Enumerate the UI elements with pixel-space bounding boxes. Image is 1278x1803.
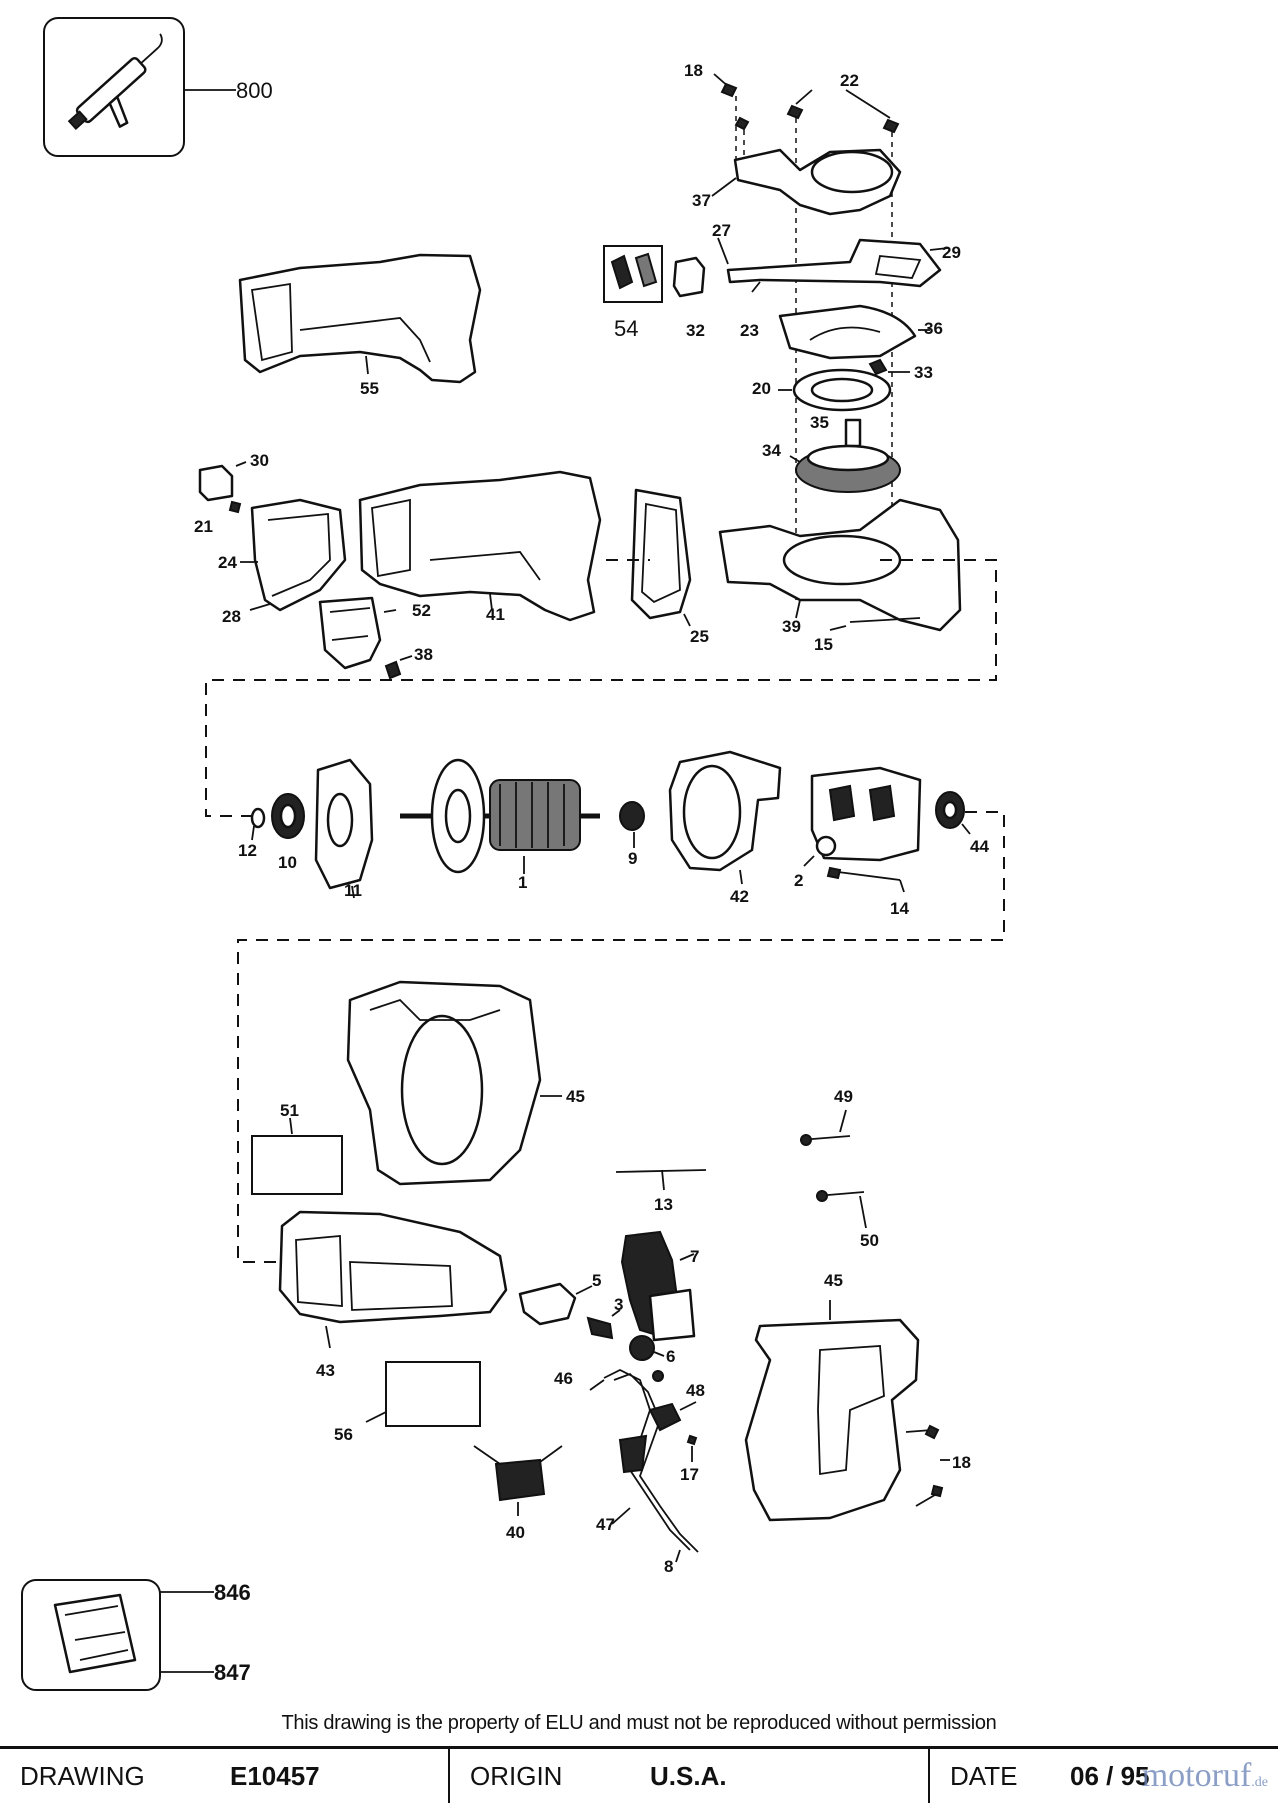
label-20: 20 (752, 379, 771, 398)
label-50: 50 (860, 1231, 879, 1250)
copyright-notice: This drawing is the property of ELU and … (281, 1712, 997, 1734)
drawing-number: E10457 (230, 1760, 320, 1791)
label-5: 5 (592, 1271, 601, 1290)
label-28: 28 (222, 607, 241, 626)
drawing-label: DRAWING (20, 1760, 145, 1791)
title-block: DRAWING E10457 ORIGIN U.S.A. DATE 06 / 9… (0, 1746, 1278, 1803)
label-39: 39 (782, 617, 801, 636)
label-14: 14 (890, 899, 909, 918)
label-42: 42 (730, 887, 749, 906)
label-10: 10 (278, 853, 297, 872)
label-49: 49 (834, 1087, 853, 1106)
label-55: 55 (360, 379, 379, 398)
label-7: 7 (690, 1247, 699, 1266)
motor-row (250, 750, 971, 899)
date-label: DATE (950, 1760, 1018, 1791)
origin-label: ORIGIN (470, 1760, 563, 1791)
origin-cell: ORIGIN U.S.A. (450, 1749, 930, 1803)
label-38: 38 (414, 645, 433, 664)
label-41: 41 (486, 605, 505, 624)
label-25: 25 (690, 627, 709, 646)
inset-grease-gun (43, 17, 236, 157)
label-2: 2 (794, 871, 803, 890)
label-48: 48 (686, 1381, 705, 1400)
label-51: 51 (280, 1101, 299, 1120)
origin-value: U.S.A. (650, 1760, 727, 1791)
lower-section (251, 980, 950, 1563)
assembly-paths (205, 559, 1005, 1263)
label-18-top: 18 (684, 61, 703, 80)
label-34: 34 (762, 441, 781, 460)
label-56: 56 (334, 1425, 353, 1444)
top-assembly (603, 73, 962, 632)
label-45-upper: 45 (566, 1087, 585, 1106)
label-6: 6 (666, 1347, 675, 1366)
label-9: 9 (628, 849, 637, 868)
label-30: 30 (250, 451, 269, 470)
callouts: 800 846 847 18 22 37 27 29 54 32 23 36 5… (194, 61, 989, 1685)
label-33: 33 (914, 363, 933, 382)
middle-row-assembly (198, 461, 692, 680)
label-17: 17 (680, 1465, 699, 1484)
label-32: 32 (686, 321, 705, 340)
label-23: 23 (740, 321, 759, 340)
label-35: 35 (810, 413, 829, 432)
label-46: 46 (554, 1369, 573, 1388)
watermark-logo: motoruf.de (1141, 1757, 1268, 1794)
label-11: 11 (344, 881, 362, 900)
label-45-lower: 45 (824, 1271, 843, 1290)
label-54: 54 (614, 316, 638, 341)
label-15: 15 (814, 635, 833, 654)
label-47: 47 (596, 1515, 615, 1534)
label-22: 22 (840, 71, 859, 90)
label-37: 37 (692, 191, 711, 210)
label-846: 846 (214, 1580, 251, 1605)
label-800: 800 (236, 78, 273, 103)
drawing-cell: DRAWING E10457 (0, 1749, 450, 1803)
inset-bag (21, 1579, 214, 1691)
handle-55 (238, 253, 482, 384)
label-44: 44 (970, 837, 989, 856)
date-value: 06 / 95 (1070, 1760, 1150, 1791)
label-36: 36 (924, 319, 943, 338)
label-18-lower: 18 (952, 1453, 971, 1472)
label-1: 1 (518, 873, 527, 892)
label-12: 12 (238, 841, 257, 860)
label-8: 8 (664, 1557, 673, 1576)
label-21: 21 (194, 517, 213, 536)
label-27: 27 (712, 221, 731, 240)
label-40: 40 (506, 1523, 525, 1542)
label-3: 3 (614, 1295, 623, 1314)
label-52: 52 (412, 601, 431, 620)
label-847: 847 (214, 1660, 251, 1685)
label-13: 13 (654, 1195, 673, 1214)
label-29: 29 (942, 243, 961, 262)
label-43: 43 (316, 1361, 335, 1380)
label-24: 24 (218, 553, 237, 572)
date-cell: DATE 06 / 95 motoruf.de (930, 1749, 1278, 1803)
